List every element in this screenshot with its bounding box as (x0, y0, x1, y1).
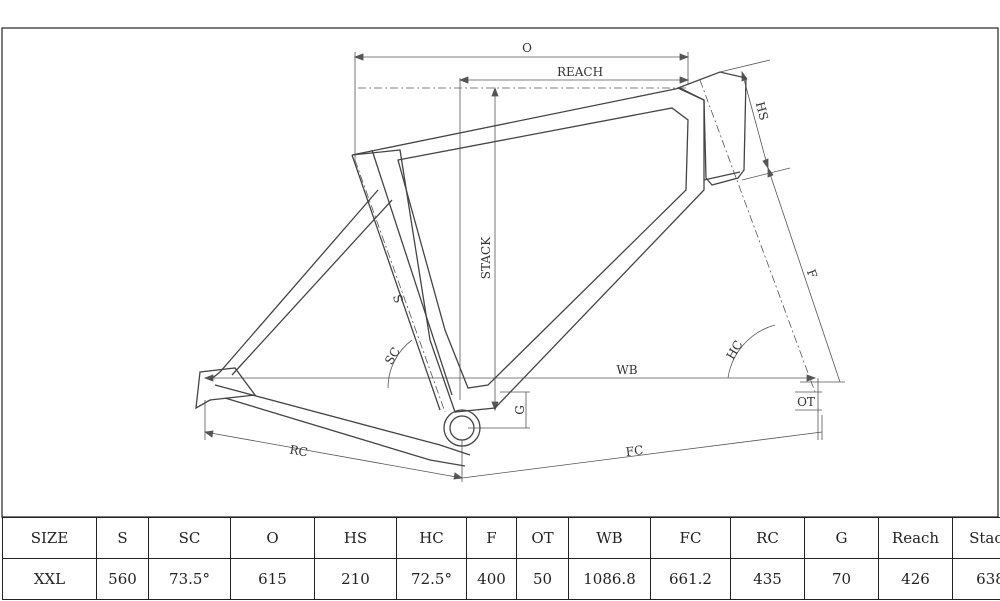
table-cell: 50 (516, 558, 569, 600)
header-cell: HS (314, 517, 397, 559)
table-cell: XXL (2, 558, 97, 600)
table-cell: 73.5° (148, 558, 231, 600)
label-rc: RC (289, 443, 309, 460)
header-cell: O (230, 517, 315, 559)
table-cell: 400 (466, 558, 517, 600)
label-reach: REACH (557, 65, 603, 79)
dimension-o (353, 52, 690, 160)
label-f: F (804, 267, 820, 280)
header-cell: OT (516, 517, 569, 559)
header-cell: SC (148, 517, 231, 559)
dimension-g (468, 391, 530, 429)
label-sc: SC (382, 345, 403, 367)
table-cell: 1086.8 (568, 558, 651, 600)
dimension-wb (203, 374, 817, 382)
table-header-row: SIZE S SC O HS HC F OT WB FC RC G Reach … (2, 517, 1000, 559)
header-cell: Stack (952, 517, 1000, 559)
seat-tube (351, 149, 453, 411)
head-tube (676, 71, 747, 186)
label-hc: HC (724, 338, 746, 362)
header-cell: F (466, 517, 517, 559)
label-wb: WB (616, 363, 637, 377)
header-cell: FC (650, 517, 731, 559)
table-cell: 72.5° (396, 558, 467, 600)
header-cell: WB (568, 517, 651, 559)
label-ot: OT (797, 395, 815, 409)
header-cell: SIZE (2, 517, 97, 559)
label-g: G (513, 405, 527, 415)
table-cell: 435 (730, 558, 805, 600)
table-row: XXL 560 73.5° 615 210 72.5° 400 50 1086.… (2, 558, 1000, 600)
label-fc: FC (625, 443, 644, 459)
dimension-reach (458, 76, 690, 400)
label-o: O (522, 41, 532, 55)
table-cell: 560 (96, 558, 149, 600)
label-hs: HS (753, 100, 771, 122)
angle-sc (354, 159, 446, 413)
rear-dropout (195, 367, 257, 410)
dimension-fc (461, 415, 823, 482)
table-cell: 210 (314, 558, 397, 600)
geometry-spec-table: SIZE S SC O HS HC F OT WB FC RC G Reach … (2, 517, 1000, 600)
dimension-f (767, 166, 845, 383)
header-cell: HC (396, 517, 467, 559)
seat-stay (209, 189, 393, 381)
bike-frame (195, 71, 747, 467)
table-cell: 615 (230, 558, 315, 600)
table-cell: 70 (804, 558, 879, 600)
header-cell: G (804, 517, 879, 559)
header-cell: S (96, 517, 149, 559)
main-triangle-inner (397, 107, 689, 389)
table-cell: 426 (878, 558, 953, 600)
chain-stay (214, 384, 471, 467)
header-cell: RC (730, 517, 805, 559)
label-s: S (390, 293, 406, 305)
header-cell: Reach (878, 517, 953, 559)
main-triangle (351, 87, 705, 413)
table-cell: 661.2 (650, 558, 731, 600)
bottom-bracket (443, 409, 481, 447)
table-cell: 638 (952, 558, 1000, 600)
dimension-ot (795, 378, 822, 440)
diagram-border (1, 27, 999, 518)
angle-hc (699, 79, 816, 393)
dimension-rc (203, 400, 464, 480)
label-stack: STACK (479, 236, 493, 279)
